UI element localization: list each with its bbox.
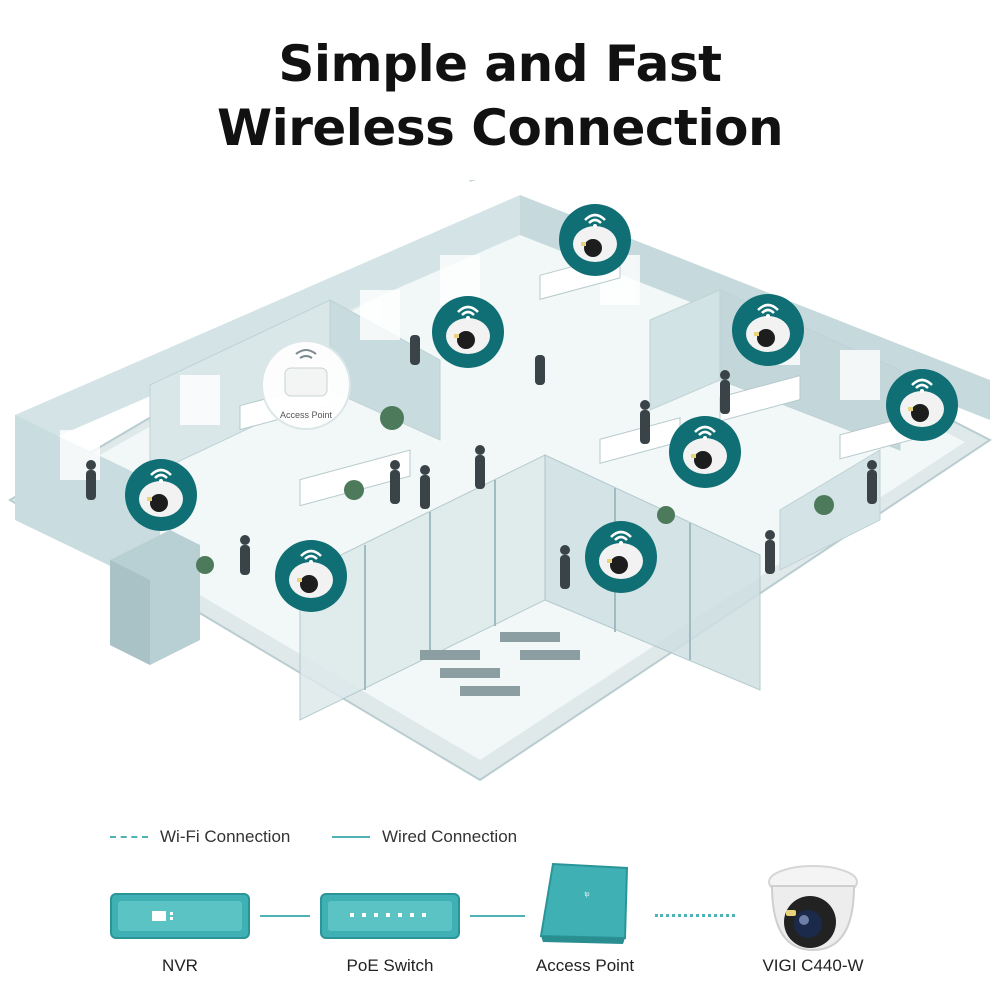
left-wall — [15, 415, 160, 590]
vigi-camera-label: VIGI C440-W — [762, 956, 864, 975]
nvr-label: NVR — [162, 956, 198, 975]
wifi-camera-icon — [432, 296, 504, 368]
wifi-camera-icon — [669, 416, 741, 488]
legend-wifi-label: Wi-Fi Connection — [160, 827, 291, 846]
legend-wired-label: Wired Connection — [382, 827, 518, 846]
vigi-camera-icon — [768, 865, 858, 952]
nvr-to-switch-wired-line — [260, 915, 310, 917]
camera-badges — [125, 204, 958, 612]
switch-to-ap-wired-line — [470, 915, 525, 917]
title-line-2: Wireless Connection — [216, 99, 784, 157]
poe-switch-label: PoE Switch — [346, 956, 434, 975]
wired-solid-line-icon — [332, 836, 370, 838]
meeting-seats — [420, 632, 580, 696]
legend: Wi-Fi Connection Wired Connection — [0, 822, 1000, 852]
svg-text:tp: tp — [584, 892, 590, 898]
legend-wired: Wired Connection — [332, 822, 517, 852]
access-point-label: Access Point — [535, 956, 635, 975]
wifi-camera-icon — [125, 459, 197, 531]
office-floorplan-illustration: Access Point — [8, 180, 992, 782]
wifi-dashed-line-icon — [110, 836, 148, 838]
wifi-camera-icon — [275, 540, 347, 612]
people — [86, 335, 877, 589]
elevator — [110, 530, 200, 665]
access-point-badge-label: Access Point — [280, 410, 333, 420]
poe-switch-icon — [320, 893, 460, 939]
access-point-badge: Access Point — [261, 340, 351, 430]
legend-wifi: Wi-Fi Connection — [110, 822, 290, 852]
nvr-icon — [110, 893, 250, 939]
wifi-camera-icon — [559, 204, 631, 276]
back-wall-left — [15, 195, 520, 455]
page-title: Simple and Fast Wireless Connection — [0, 32, 1000, 160]
wifi-camera-icon — [886, 369, 958, 441]
ap-to-camera-wifi-line — [655, 914, 735, 917]
plants — [196, 406, 834, 574]
access-point-icon: tp — [539, 862, 629, 944]
wifi-camera-icon — [585, 521, 657, 593]
wifi-camera-icon — [732, 294, 804, 366]
title-line-1: Simple and Fast — [278, 35, 722, 93]
